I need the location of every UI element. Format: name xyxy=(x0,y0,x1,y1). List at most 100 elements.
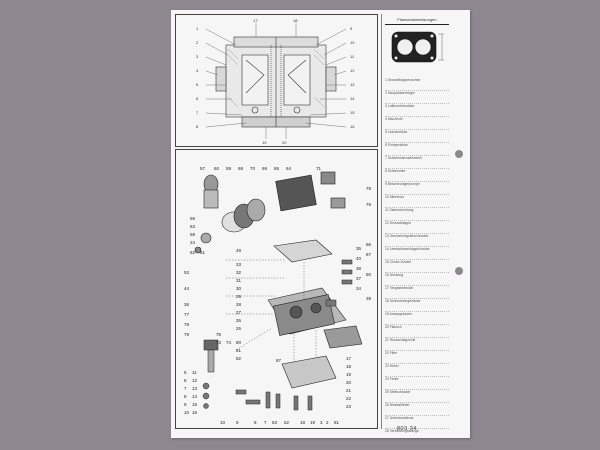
bottom-callout-9: 9 xyxy=(236,420,239,425)
sectional-diagram: 1 2 3 4 5 6 7 8 9 10 11 12 13 14 15 16 1… xyxy=(196,18,355,145)
key-item: 4 Mischrohr xyxy=(385,117,449,130)
callout-4: 4 xyxy=(196,68,199,73)
ev-callout-17: 17 xyxy=(346,356,352,361)
callout-12: 12 xyxy=(350,68,355,73)
ev-callout-36: 36 xyxy=(184,302,190,307)
parts-key-list: 1 Drosselklappenachse 2 Hauptdüsenträger… xyxy=(385,78,449,438)
ev-callout-67: 67 xyxy=(366,252,372,257)
flange-dimensions-header: Flanschabmessungen xyxy=(385,16,449,25)
ev-callout-28: 28 xyxy=(236,302,242,307)
callout-7: 7 xyxy=(196,110,199,115)
ev-callout-74: 74 xyxy=(226,340,232,345)
ev-callout-32: 32 xyxy=(236,270,242,275)
ev-callout-5: 5 xyxy=(184,370,187,375)
callout-20: 20 xyxy=(282,140,287,145)
ev-callout-79: 79 xyxy=(184,332,190,337)
ev-callout-64: 64 xyxy=(286,166,292,171)
callout-13: 13 xyxy=(350,82,355,87)
key-item: 12 Drosselklappe xyxy=(385,221,449,234)
ev-callout-80: 80 xyxy=(236,340,242,345)
key-item: 7 Schwimmernadelventil xyxy=(385,156,449,169)
ev-callout-78b: 78 xyxy=(184,322,190,327)
ev-callout-33: 33 xyxy=(236,262,242,267)
bottom-callout-2: 2 xyxy=(326,420,329,425)
ev-callout-7: 7 xyxy=(184,386,187,391)
ev-callout-63: 63 xyxy=(190,224,196,229)
punch-hole-top xyxy=(455,150,463,158)
ev-callout-50: 50 xyxy=(366,272,372,277)
ev-callout-69: 69 xyxy=(262,166,268,171)
key-item: 11 Startvorrichtung xyxy=(385,208,449,221)
ev-callout-9: 9 xyxy=(184,402,187,407)
key-item: 5 Leerlaufdüse xyxy=(385,130,449,143)
ev-callout-20: 20 xyxy=(346,380,352,385)
ev-callout-73: 73 xyxy=(216,340,222,345)
callout-3: 3 xyxy=(196,54,199,59)
key-item: 26 Bimetallfeder xyxy=(385,403,449,416)
callout-15: 15 xyxy=(350,110,355,115)
key-item: 15 Choke-Deckel xyxy=(385,260,449,273)
callout-2: 2 xyxy=(196,40,199,45)
callout-5: 5 xyxy=(196,82,199,87)
callout-9: 9 xyxy=(350,26,353,31)
key-item: 25 Stellschraube xyxy=(385,390,449,403)
ev-callout-14: 14 xyxy=(192,394,198,399)
ev-callout-24: 24 xyxy=(190,240,196,245)
bottom-callout-81: 81 xyxy=(334,420,340,425)
ev-callout-59: 59 xyxy=(226,166,232,171)
callout-14: 14 xyxy=(350,96,355,101)
key-item: 1 Drosselklappenachse xyxy=(385,78,449,91)
bottom-callout-53: 53 xyxy=(272,420,278,425)
key-item: 10 Membran xyxy=(385,195,449,208)
ev-callout-82: 82 xyxy=(236,356,242,361)
ev-callout-25: 25 xyxy=(236,326,242,331)
ev-callout-49: 49 xyxy=(236,248,242,253)
callout-16: 16 xyxy=(350,124,355,129)
ev-callout-87: 87 xyxy=(276,358,282,363)
ev-callout-13: 13 xyxy=(192,386,198,391)
key-item: 2 Hauptdüsenträger xyxy=(385,91,449,104)
key-item: 16 Dichtung xyxy=(385,273,449,286)
key-item: 23 Hebel xyxy=(385,364,449,377)
ev-callout-8: 8 xyxy=(184,394,187,399)
ev-callout-19: 19 xyxy=(346,372,352,377)
ev-callout-70: 70 xyxy=(250,166,256,171)
ev-callout-56: 56 xyxy=(190,216,196,221)
ev-callout-35: 35 xyxy=(356,246,362,251)
key-item: 24 Feder xyxy=(385,377,449,390)
bottom-callout-3: 3 xyxy=(320,420,323,425)
exploded-view-diagram: 57 60 59 68 70 69 65 64 71 78 76 56 63 5… xyxy=(184,166,372,425)
callout-18: 18 xyxy=(293,18,298,23)
ev-callout-68: 68 xyxy=(238,166,244,171)
ev-callout-44: 44 xyxy=(184,286,190,291)
callout-11: 11 xyxy=(350,54,355,59)
callout-6: 6 xyxy=(196,96,199,101)
manual-sheet: 1 2 3 4 5 6 7 8 9 10 11 12 13 14 15 16 1… xyxy=(171,10,470,438)
key-item: 9 Beschleunigerpumpe xyxy=(385,182,449,195)
callout-17: 17 xyxy=(253,18,258,23)
ev-callout-15: 15 xyxy=(192,402,198,407)
ev-callout-27: 27 xyxy=(236,310,242,315)
ev-callout-12: 12 xyxy=(192,378,198,383)
ev-callout-65: 65 xyxy=(274,166,280,171)
bottom-callout-10: 10 xyxy=(220,420,226,425)
legend-panel: Flanschabmessungen 1 Drosselklappenachse… xyxy=(381,14,452,433)
ev-callout-26: 26 xyxy=(236,318,242,323)
ev-callout-16: 16 xyxy=(192,410,198,415)
sectional-diagram-panel: 1 2 3 4 5 6 7 8 9 10 11 12 13 14 15 16 1… xyxy=(175,14,378,147)
callout-8: 8 xyxy=(196,124,199,129)
ev-callout-78: 78 xyxy=(366,186,372,191)
ev-callout-57: 57 xyxy=(200,166,206,171)
key-item: 3 Luftkorrekturdüse xyxy=(385,104,449,117)
page-number: 803 34 xyxy=(397,426,417,432)
ev-callout-34: 34 xyxy=(356,286,362,291)
ev-callout-62: 62 xyxy=(190,250,196,255)
ev-callout-18: 18 xyxy=(346,364,352,369)
bottom-callout-7: 7 xyxy=(264,420,267,425)
ev-callout-61: 61 xyxy=(200,250,206,255)
ev-callout-6: 6 xyxy=(184,378,187,383)
ev-callout-60: 60 xyxy=(214,166,220,171)
key-item: 28 Verbindungsstange xyxy=(385,429,449,438)
key-item: 22 Filter xyxy=(385,351,449,364)
ev-callout-76: 76 xyxy=(366,202,372,207)
